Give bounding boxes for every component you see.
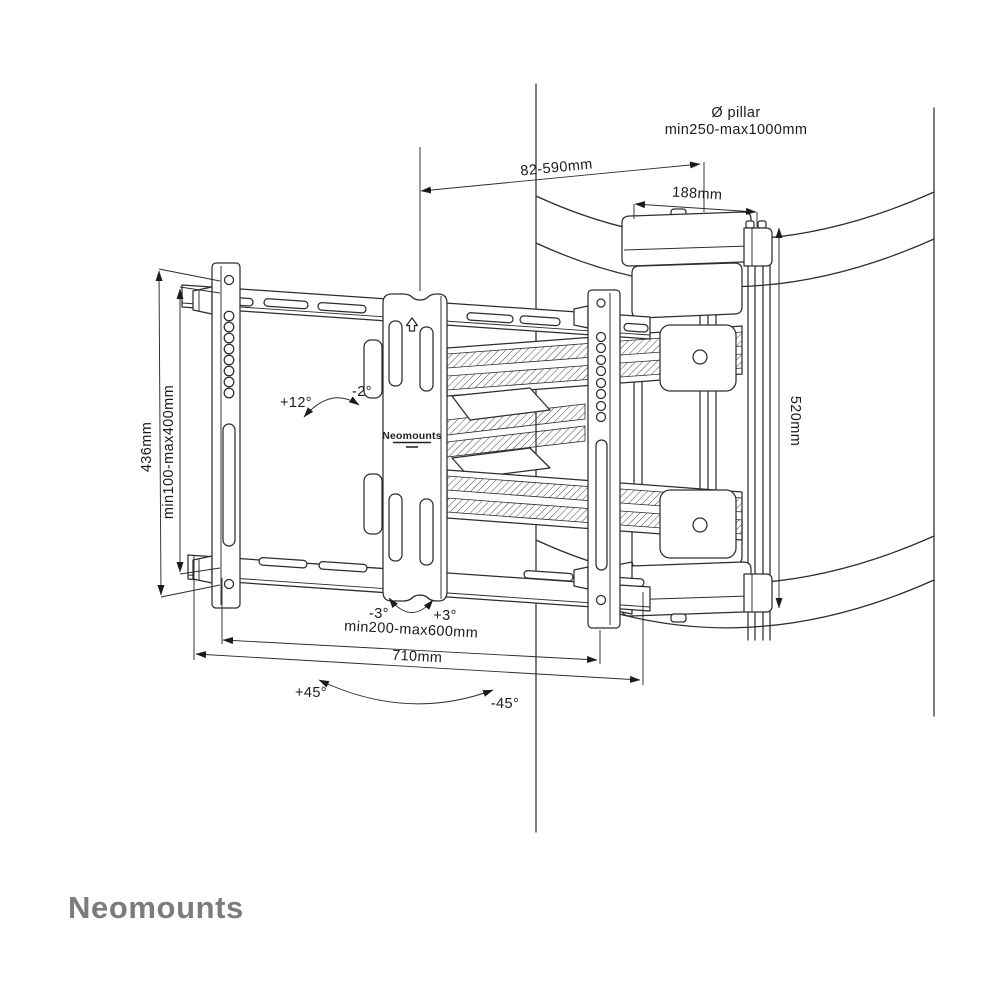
plate-logo: Neomounts [382, 430, 442, 448]
tilt-up-label: +12° [280, 395, 312, 411]
vesa-vertical-dimension: min100-max400mm [161, 385, 177, 519]
clamp-height-dimension: 520mm [787, 396, 803, 446]
total-width-dimension: 710mm [392, 648, 443, 667]
swivel-right-label: -45° [491, 696, 519, 712]
right-tv-bracket [573, 289, 621, 629]
bracket-height-dimension: 436mm [139, 422, 155, 472]
bottom-rail-slots [258, 556, 645, 588]
left-tv-bracket [192, 262, 241, 609]
clamp-width-dimension: 188mm [672, 184, 723, 203]
up-arrow-icon [405, 317, 419, 332]
swivel-left-label: +45° [295, 685, 327, 701]
left-bracket-holes [223, 310, 235, 399]
top-pillar-clamp [621, 208, 773, 319]
roll-right-label: +3° [433, 608, 457, 624]
plate-logo-text: Neomounts [382, 430, 442, 442]
brand-logo: Neomounts [68, 890, 244, 925]
right-bracket-holes [595, 331, 607, 423]
pillar-diameter-label-line2: min250-max1000mm [665, 122, 808, 138]
top-rail-slots [230, 296, 649, 333]
vesa-horizontal-dimension: min200-max600mm [344, 619, 479, 642]
pillar-diameter-label-line1: Ø pillar [711, 105, 760, 121]
wall-distance-dimension: 82-590mm [520, 157, 594, 180]
center-plate: Neomounts [363, 293, 448, 602]
roll-left-label: -3° [369, 606, 389, 622]
swivel-arms [446, 324, 743, 559]
tilt-down-label: -2° [352, 384, 372, 400]
dimension-annotations: Ø pillar min250-max1000mm 82-590mm 188mm… [139, 105, 807, 712]
